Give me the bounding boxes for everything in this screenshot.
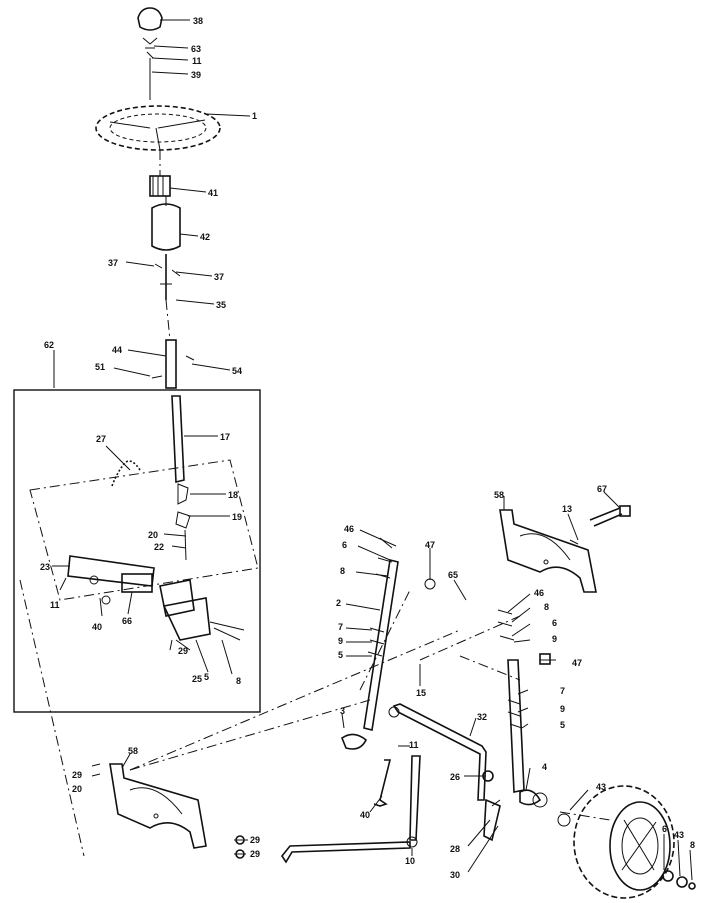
- center-lines: [19, 579, 611, 857]
- callout-label: 22: [154, 542, 164, 552]
- callout-label: 13: [562, 504, 572, 514]
- callout-label: 25: [192, 674, 202, 684]
- drag-link: [388, 703, 501, 842]
- callout-label: 63: [191, 44, 201, 54]
- callout-label: 67: [597, 484, 607, 494]
- callout-label: 29: [250, 835, 260, 845]
- callout-label: 7: [560, 686, 565, 696]
- callout-label: 29: [250, 849, 260, 859]
- axle-bracket-lower: [91, 763, 245, 859]
- callout-label: 7: [338, 622, 343, 632]
- steering-gear-box: [13, 389, 261, 713]
- callout-label: 8: [690, 840, 695, 850]
- callout-label: 23: [40, 562, 50, 572]
- callout-label: 20: [72, 784, 82, 794]
- callout-label: 54: [232, 366, 242, 376]
- right-steering-arm: [497, 609, 551, 808]
- callout-label: 11: [50, 600, 60, 610]
- callout-label: 47: [572, 658, 582, 668]
- steering-column: [95, 7, 221, 389]
- callout-label: 58: [494, 490, 504, 500]
- callout-label: 41: [208, 188, 218, 198]
- callout-label: 8: [544, 602, 549, 612]
- callout-label: 66: [122, 616, 132, 626]
- callout-label: 30: [450, 870, 460, 880]
- callout-label: 28: [450, 844, 460, 854]
- callout-label: 5: [560, 720, 565, 730]
- callout-label: 11: [409, 740, 419, 750]
- callout-labels: 38 63 11 39 1 41 42 37 37 35 62 44 51 54…: [40, 16, 695, 880]
- callout-label: 43: [674, 830, 684, 840]
- callout-label: 1: [252, 111, 257, 121]
- axle-bracket-upper: [499, 505, 631, 593]
- callout-label: 37: [214, 272, 224, 282]
- tie-rod: [281, 755, 421, 864]
- callout-label: 11: [192, 56, 202, 66]
- callout-label: 5: [338, 650, 343, 660]
- callout-label: 42: [200, 232, 210, 242]
- callout-label: 15: [416, 688, 426, 698]
- callout-label: 44: [112, 345, 122, 355]
- callout-label: 9: [560, 704, 565, 714]
- callout-label: 18: [228, 490, 238, 500]
- callout-label: 58: [128, 746, 138, 756]
- callout-label: 9: [338, 636, 343, 646]
- callout-label: 51: [95, 362, 105, 372]
- callout-label: 29: [72, 770, 82, 780]
- callout-label: 46: [534, 588, 544, 598]
- left-steering-arm: [341, 537, 436, 750]
- callout-label: 43: [596, 782, 606, 792]
- callout-label: 3: [340, 706, 345, 716]
- callout-label: 29: [178, 646, 188, 656]
- callout-label: 5: [204, 672, 209, 682]
- callout-label: 8: [236, 676, 241, 686]
- callout-label: 46: [344, 524, 354, 534]
- callout-label: 8: [340, 566, 345, 576]
- front-wheel: [557, 785, 696, 899]
- callout-label: 9: [552, 634, 557, 644]
- callout-label: 4: [542, 762, 547, 772]
- callout-label: 26: [450, 772, 460, 782]
- callout-label: 10: [405, 856, 415, 866]
- leader-lines: [52, 19, 693, 881]
- callout-label: 2: [336, 598, 341, 608]
- callout-label: 39: [191, 70, 201, 80]
- callout-label: 62: [44, 340, 54, 350]
- callout-label: 40: [360, 810, 370, 820]
- callout-label: 27: [96, 434, 106, 444]
- callout-label: 6: [342, 540, 347, 550]
- callout-label: 35: [216, 300, 226, 310]
- callout-label: 40: [92, 622, 102, 632]
- callout-label: 19: [232, 512, 242, 522]
- callout-label: 32: [477, 712, 487, 722]
- callout-label: 65: [448, 570, 458, 580]
- callout-label: 37: [108, 258, 118, 268]
- callout-label: 20: [148, 530, 158, 540]
- callout-label: 6: [662, 824, 667, 834]
- callout-label: 38: [193, 16, 203, 26]
- callout-label: 6: [552, 618, 557, 628]
- callout-label: 47: [425, 540, 435, 550]
- callout-label: 17: [220, 432, 230, 442]
